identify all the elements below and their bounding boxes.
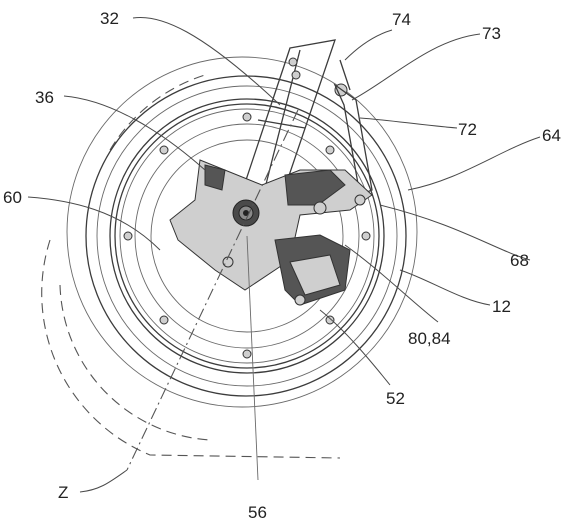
hub-carrier xyxy=(169,159,373,306)
tire-outer-outline xyxy=(66,56,418,408)
label-72: 72 xyxy=(458,120,477,139)
label-60: 60 xyxy=(3,188,22,207)
axis-line-56 xyxy=(246,235,259,481)
label-32: 32 xyxy=(100,9,119,28)
wheel-axle xyxy=(232,199,260,227)
rim-edge xyxy=(114,103,380,369)
disc-bolt-ring xyxy=(123,112,371,359)
label-52: 52 xyxy=(386,389,405,408)
tire-inner-outline xyxy=(96,85,398,387)
hub-disc-outline xyxy=(134,123,360,349)
label-68: 68 xyxy=(510,251,529,270)
rim-outer xyxy=(109,98,385,374)
label-z: Z xyxy=(58,483,68,502)
hub-inner-outline xyxy=(150,139,344,333)
label-80-84: 80,84 xyxy=(408,329,451,348)
tire-envelope-dashed xyxy=(41,74,341,459)
tire-outline xyxy=(85,75,407,397)
label-74: 74 xyxy=(392,10,411,29)
steering-axis-z xyxy=(126,109,299,471)
label-56: 56 xyxy=(248,503,267,522)
tire-envelope-dashed-lower xyxy=(59,284,211,441)
label-64: 64 xyxy=(542,126,561,145)
label-73: 73 xyxy=(482,24,501,43)
label-12: 12 xyxy=(492,297,511,316)
rim-inner xyxy=(119,108,375,364)
label-36: 36 xyxy=(35,88,54,107)
leader-lines xyxy=(27,16,541,493)
